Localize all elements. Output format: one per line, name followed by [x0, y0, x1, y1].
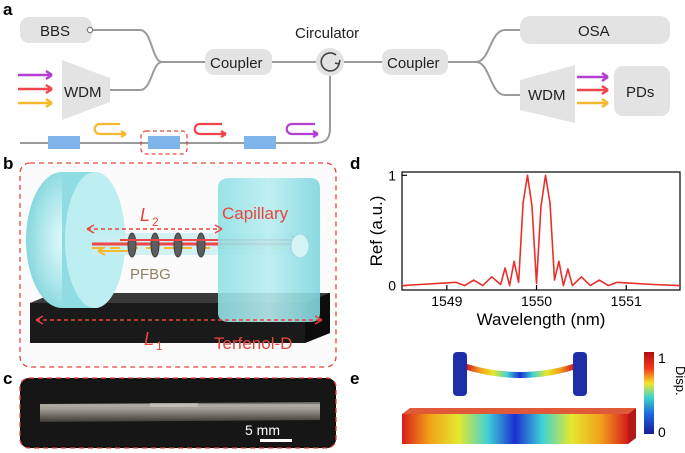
- colorbar: 1 0 Disp.: [644, 350, 685, 440]
- coupler-right-label: Coupler: [387, 55, 440, 72]
- scale-bar: 5 mm: [245, 422, 292, 442]
- l2-subscript: 2: [152, 215, 159, 229]
- input-arrows: [18, 69, 53, 109]
- panel-label-a: a: [3, 0, 13, 19]
- circulator: Circulator: [295, 25, 359, 76]
- pds-label: PDs: [626, 84, 654, 101]
- deformed-model: [453, 352, 587, 396]
- panel-label-d: d: [350, 154, 360, 173]
- colorbar-label: Disp.: [673, 366, 685, 396]
- pds-box: PDs: [614, 66, 670, 116]
- l1-subscript: 1: [156, 339, 163, 353]
- colorbar-max: 1: [658, 350, 666, 366]
- x-tick-label: 1550: [521, 293, 552, 309]
- osa-box: OSA: [520, 16, 670, 44]
- coupler-left: Coupler: [205, 49, 272, 75]
- pfbg-label: PFBG: [130, 266, 171, 283]
- y-tick-label: 0: [388, 278, 396, 294]
- panel-label-e: e: [350, 369, 359, 388]
- circulator-label: Circulator: [295, 25, 359, 42]
- coupler-right: Coupler: [382, 49, 448, 75]
- plot-frame: [401, 171, 681, 291]
- l1-label: L: [144, 329, 154, 349]
- l2-label: L: [140, 205, 150, 225]
- osa-label: OSA: [578, 23, 610, 40]
- right-capillary-block: [218, 178, 320, 322]
- y-tick-label: 1: [388, 167, 396, 183]
- x-axis-label: Wavelength (nm): [477, 310, 606, 329]
- fiber-network: [20, 29, 520, 144]
- wdm-left: WDM: [62, 60, 110, 120]
- fiber-gratings: [48, 130, 276, 155]
- highlight-box: [140, 130, 188, 155]
- displacement-bar: [402, 408, 636, 444]
- l1-dimension: L 1: [35, 315, 323, 353]
- wdm-right: WDM: [520, 65, 575, 123]
- wdm-left-label: WDM: [64, 84, 102, 101]
- bbs-source: BBS: [20, 17, 94, 43]
- terfenol-label: Terfenol-D: [214, 334, 292, 353]
- coupler-left-label: Coupler: [210, 55, 263, 72]
- colorbar-min: 0: [658, 424, 666, 440]
- y-axis-label: Ref (a.u.): [367, 196, 386, 267]
- series-line-0: [401, 174, 681, 287]
- l2-dimension: L 2: [86, 205, 223, 234]
- reflection-arrows: [93, 122, 319, 138]
- x-tick-label: 1551: [611, 293, 642, 309]
- panel-label-c: c: [3, 369, 12, 388]
- bbs-label: BBS: [40, 23, 70, 40]
- panel-label-b: b: [3, 154, 13, 173]
- scale-bar-label: 5 mm: [245, 422, 280, 438]
- capillary-label: Capillary: [222, 204, 289, 223]
- output-arrows: [577, 71, 609, 109]
- wdm-right-label: WDM: [528, 87, 566, 104]
- photo-panel: [19, 377, 337, 449]
- x-tick-label: 1549: [431, 293, 462, 309]
